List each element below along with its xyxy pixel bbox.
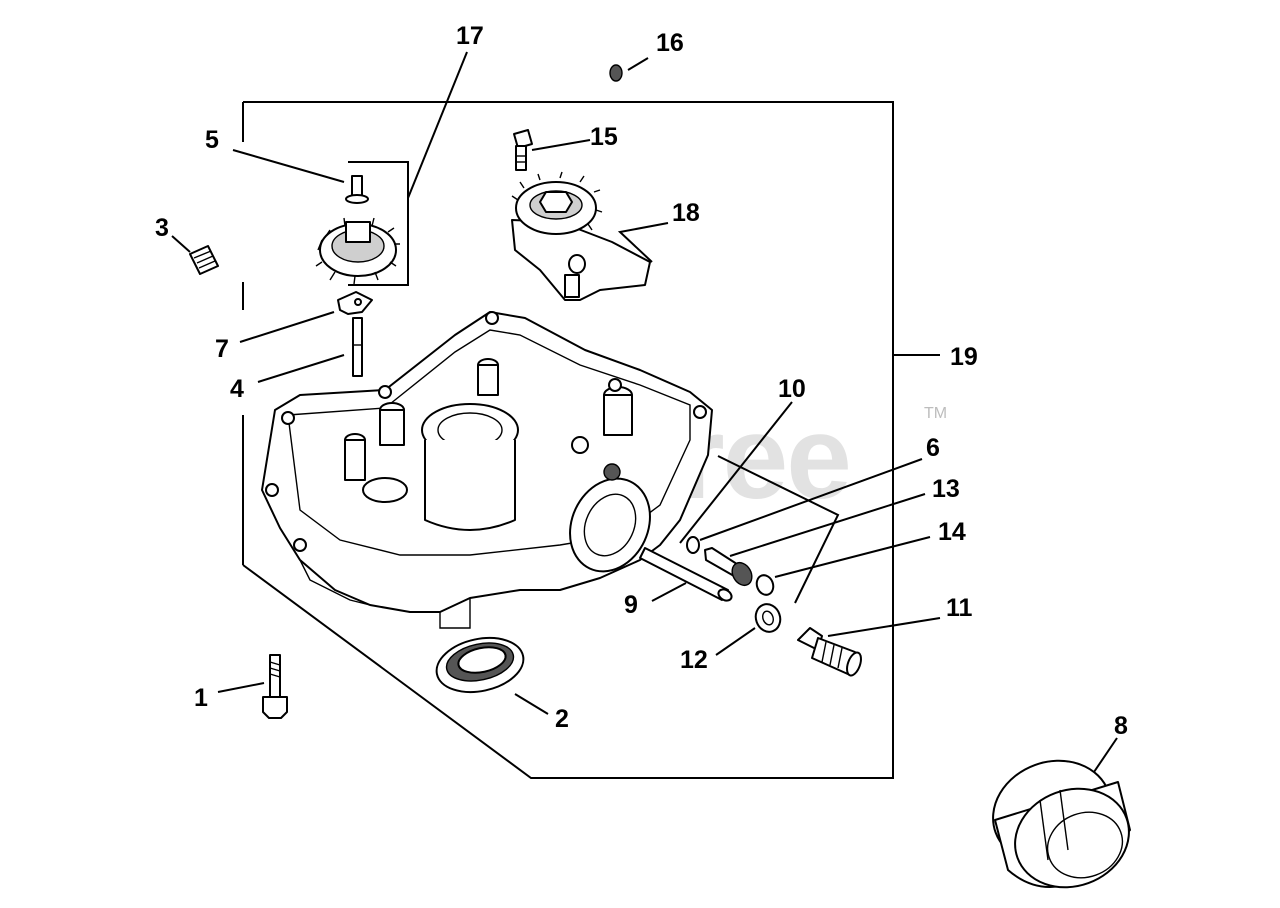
small-plug-part: [609, 64, 623, 82]
callout-4: 4: [230, 375, 244, 403]
callout-19: 19: [950, 343, 978, 371]
pin-part: [352, 317, 363, 377]
bolt-part-1: [262, 654, 288, 719]
oil-seal-part: [435, 636, 525, 694]
leader-lines: [171, 51, 1118, 773]
callout-2: 2: [555, 705, 569, 733]
callout-10: 10: [778, 375, 806, 403]
oil-pump-part: [511, 171, 651, 301]
callout-16: 16: [656, 29, 684, 57]
callout-8: 8: [1114, 712, 1128, 740]
relief-valve-part: [704, 547, 753, 587]
callout-13: 13: [932, 475, 960, 503]
callout-1: 1: [194, 684, 208, 712]
oil-pan-part: [261, 311, 713, 629]
callout-17: 17: [456, 22, 484, 50]
shaft-part: [345, 175, 369, 204]
callout-labels: 1 2 3 4 5 6 7 8 9 10 11 12 13 14 15 16 1…: [155, 22, 1128, 740]
callout-3: 3: [155, 214, 169, 242]
callout-9: 9: [624, 591, 638, 619]
governor-gear-part: [315, 217, 400, 285]
callout-6: 6: [926, 434, 940, 462]
plug-part: [189, 245, 219, 275]
washer-part: [754, 603, 782, 633]
tube-part: [639, 547, 733, 602]
callout-15: 15: [590, 123, 618, 151]
clip-part: [337, 291, 373, 315]
callout-12: 12: [680, 646, 708, 674]
callout-5: 5: [205, 126, 219, 154]
fitting-part: [797, 627, 862, 677]
o-ring-part-14: [755, 574, 775, 596]
bolt-part-15: [513, 129, 533, 171]
oil-filter-part: [992, 759, 1131, 889]
callout-14: 14: [938, 518, 966, 546]
assembly-frame: [242, 101, 894, 779]
callout-7: 7: [215, 335, 229, 363]
callout-18: 18: [672, 199, 700, 227]
callout-11: 11: [946, 594, 973, 622]
o-ring-part-6: [686, 536, 700, 554]
watermark-trademark: TM: [924, 405, 947, 422]
subassembly-bracket: [348, 161, 409, 286]
